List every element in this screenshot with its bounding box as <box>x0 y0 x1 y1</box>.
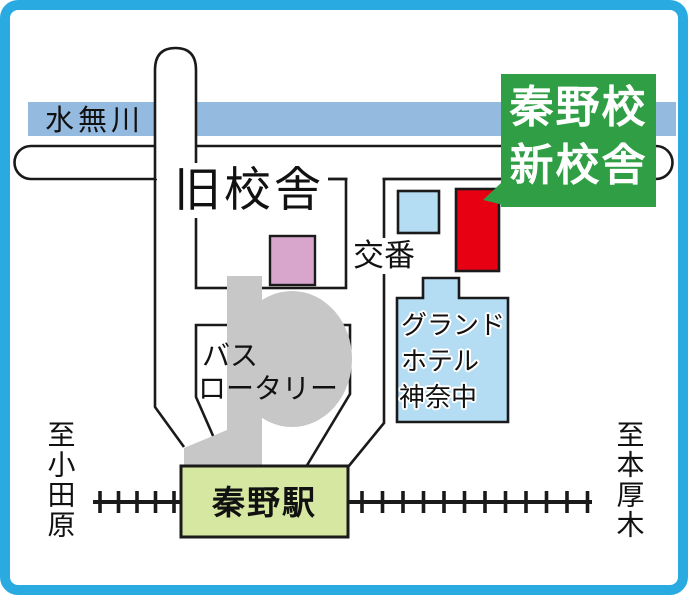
badge-box <box>501 74 656 207</box>
bus-rotary-label-line1: バス <box>202 340 259 371</box>
new-school-building <box>454 187 501 273</box>
road-gap-right <box>347 173 383 183</box>
rotary-circle <box>232 291 352 427</box>
street-edge-left <box>153 178 186 448</box>
hotel-label-line3: 神奈中 <box>399 382 478 412</box>
police-label: 交番 <box>352 238 416 274</box>
direction-honatsugi-label: 至本厚木 <box>613 420 645 540</box>
river-label: 水無川 <box>45 105 145 137</box>
station-building <box>179 464 350 539</box>
rotary-flare <box>184 430 227 468</box>
road-vertical <box>153 46 198 179</box>
police-box-building <box>396 189 441 235</box>
badge-label-line1: 秦野校 <box>509 83 648 132</box>
rotary-shape <box>184 276 352 468</box>
hotel-label-line2: ホテル <box>401 346 480 376</box>
direction-odawara-label: 至小田原 <box>44 420 76 540</box>
bus-rotary-label-line2: ロータリー <box>198 373 339 404</box>
hotel-building <box>395 276 510 424</box>
station-label: 秦野駅 <box>212 484 317 521</box>
old-school-label: 旧校舎 <box>170 163 328 218</box>
hotel-label-line1: グランド <box>401 310 506 340</box>
old-school-building <box>268 234 317 287</box>
railway-ticks <box>98 491 590 513</box>
badge-label-line2: 新校舎 <box>509 141 648 190</box>
